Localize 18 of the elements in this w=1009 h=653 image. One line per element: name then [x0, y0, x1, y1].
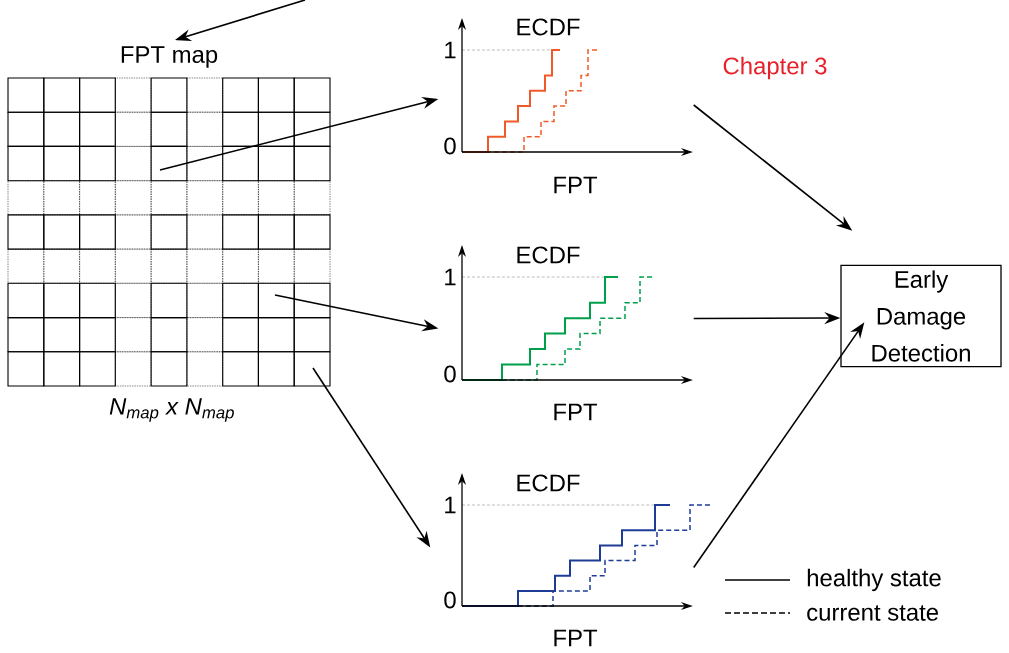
axis-label: FPT: [554, 176, 598, 194]
tick-label: 1: [445, 41, 456, 59]
chart-title: ECDF: [517, 246, 580, 264]
tick-label: 0: [444, 137, 456, 155]
axis-label: FPT: [554, 629, 598, 647]
chart-title: ECDF: [517, 18, 580, 36]
process-box: Early Damage Detection: [840, 264, 1002, 368]
tick-label: 0: [444, 365, 456, 383]
legend-label: healthy state: [807, 568, 941, 592]
tick-label: 0: [444, 591, 456, 609]
legend-label: current state: [807, 605, 938, 621]
chart-title: ECDF: [517, 474, 580, 492]
axis-label: FPT: [554, 403, 598, 421]
chapter-label: Chapter 3: [723, 56, 827, 80]
tick-label: 1: [445, 268, 456, 286]
map-title: FPT map: [121, 46, 218, 68]
tick-label: 1: [445, 496, 456, 514]
map-size-label: N$_{map}$ x N$_{map}$: [109, 398, 234, 422]
